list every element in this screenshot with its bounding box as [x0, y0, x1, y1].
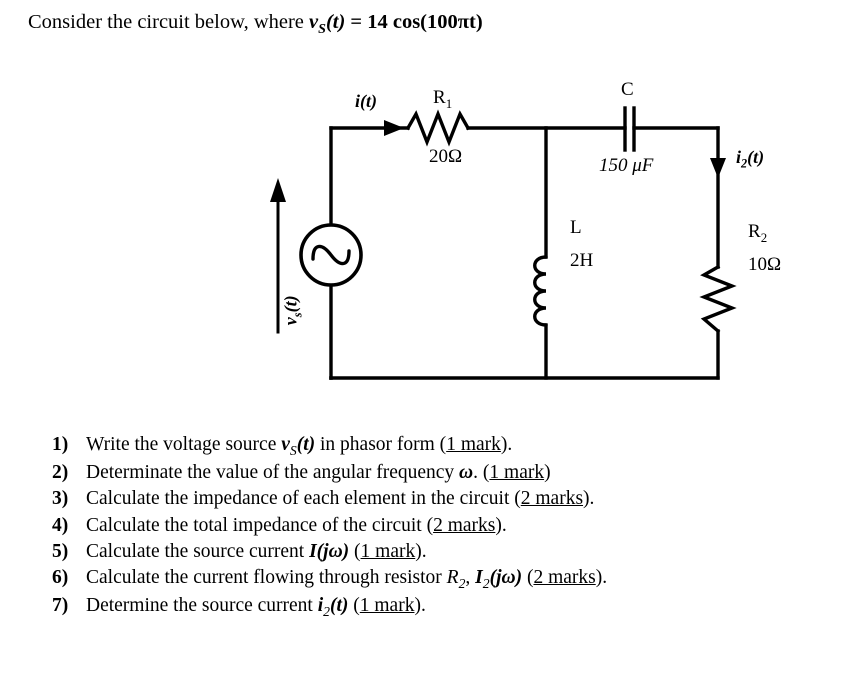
question-text: Determine the source current i2(t) (1 ma…	[86, 593, 832, 621]
question-text-run: ,	[465, 567, 476, 589]
sine-wave-icon	[311, 244, 351, 266]
resistor-r2-symbol	[699, 264, 737, 334]
question-text-run: ).	[595, 567, 608, 589]
question-text-run: (	[348, 595, 360, 617]
question-number: 5)	[52, 540, 69, 562]
question-item: 3) Calculate the impedance of each elemen…	[52, 486, 832, 512]
question-text: Determinate the value of the angular fre…	[86, 460, 832, 486]
question-number: 4)	[52, 514, 69, 536]
question-text-run: I	[475, 567, 483, 589]
question-text-run: (	[349, 540, 361, 562]
resistor-r1-symbol	[405, 109, 471, 147]
question-text-run: Calculate the source current	[86, 540, 310, 562]
question-text: Calculate the source current I(jω) (1 ma…	[86, 539, 832, 565]
question-text-run: 2	[482, 576, 490, 592]
source-voltage-symbol: v	[309, 11, 319, 33]
marks-annotation: 1 mark	[489, 462, 545, 484]
question-text-run: in phasor form (	[315, 434, 447, 455]
question-text-run: ).	[414, 595, 426, 617]
component-label-r2: R2	[748, 221, 768, 245]
equals-sign: =	[350, 11, 363, 33]
question-number: 6)	[52, 567, 69, 589]
source-arrow-head	[270, 178, 286, 202]
question-text-run: Determinate the value of the angular fre…	[86, 462, 460, 484]
question-text-run: ).	[500, 434, 513, 455]
question-item: 6) Calculate the current flowing through …	[52, 565, 832, 593]
source-voltage-argument: (t)	[325, 11, 346, 33]
inductor-l-symbol	[533, 255, 548, 327]
current-i2-label: i2(t)	[736, 147, 765, 171]
question-text-run: v	[281, 434, 290, 455]
question-text-run: Write the voltage source	[86, 434, 282, 455]
component-value-l: 2H	[570, 250, 594, 271]
problem-statement: Consider the circuit below, where vS(t) …	[28, 10, 483, 39]
component-value-c: 150 μF	[599, 155, 654, 176]
question-number: 3)	[52, 488, 69, 510]
question-number: 2)	[52, 462, 69, 484]
marks-annotation: 1 mark	[359, 595, 415, 617]
circuit-schematic-svg	[270, 106, 737, 380]
source-voltage-subscript: S	[318, 22, 326, 38]
question-text-run: I(jω)	[309, 540, 350, 562]
question-item: 7) Determine the source current i2(t) (1 …	[52, 593, 832, 621]
component-label-l: L	[570, 217, 582, 238]
question-text-run: ).	[495, 514, 507, 536]
question-text-run: (jω)	[489, 567, 523, 589]
question-text-run: ).	[415, 540, 427, 562]
circuit-diagram: i(t) R1 20Ω C 150 μF i2(t) L 2H R2 10Ω v…	[0, 60, 847, 415]
question-text-run: i	[317, 595, 324, 617]
question-text: Calculate the current flowing through re…	[86, 565, 832, 593]
question-text-run: . (	[473, 462, 490, 484]
current-i-arrowhead	[384, 120, 404, 136]
question-number: 1)	[52, 434, 69, 455]
question-item: 4) Calculate the total impedance of the c…	[52, 513, 832, 539]
component-value-r2: 10Ω	[748, 254, 782, 275]
question-text-run: (t)	[296, 434, 316, 455]
component-label-c: C	[621, 79, 634, 100]
question-text: Calculate the impedance of each element …	[86, 486, 832, 512]
marks-annotation: 2 marks	[433, 514, 496, 536]
current-i-label: i(t)	[355, 91, 378, 111]
question-item: 1) Write the voltage source vS(t) in phas…	[52, 432, 832, 460]
question-text-run: Calculate the impedance of each element …	[86, 488, 521, 510]
marks-annotation: 2 marks	[533, 567, 596, 589]
marks-annotation: 1 mark	[446, 434, 501, 455]
question-text-run: ).	[583, 488, 595, 510]
question-list: 1)Write the voltage source vS(t) in phas…	[52, 432, 832, 622]
question-text-run: (t)	[329, 595, 349, 617]
question-item: 2) Determinate the value of the angular f…	[52, 460, 832, 486]
question-text-run: R	[446, 567, 459, 589]
marks-annotation: 1 mark	[360, 540, 416, 562]
current-i2-arrowhead	[710, 158, 726, 178]
question-number: 7)	[52, 595, 69, 617]
question-text-run: (	[522, 567, 534, 589]
component-label-r1: R1	[433, 87, 453, 111]
component-value-r1: 20Ω	[429, 146, 463, 167]
question-text-run: 2	[323, 604, 330, 620]
question-text-run: Calculate the total impedance of the cir…	[86, 514, 434, 536]
source-voltage-label: vs(t)	[280, 295, 305, 326]
problem-statement-lead: Consider the circuit below, where	[28, 11, 304, 33]
question-text-run: ω	[459, 462, 474, 484]
question-text-run: Determine the source current	[86, 595, 318, 617]
question-text-run: )	[544, 462, 551, 484]
marks-annotation: 2 marks	[520, 488, 584, 510]
question-item: 5) Calculate the source current I(jω) (1 …	[52, 539, 832, 565]
question-text-run: S	[289, 442, 297, 458]
question-text: Write the voltage source vS(t) in phasor…	[86, 432, 832, 460]
source-voltage-expression: 14 cos(100πt)	[367, 11, 483, 33]
question-text: Calculate the total impedance of the cir…	[86, 513, 832, 539]
question-text-run: 2	[458, 576, 466, 592]
question-text-run: Calculate the current flowing through re…	[86, 567, 447, 589]
